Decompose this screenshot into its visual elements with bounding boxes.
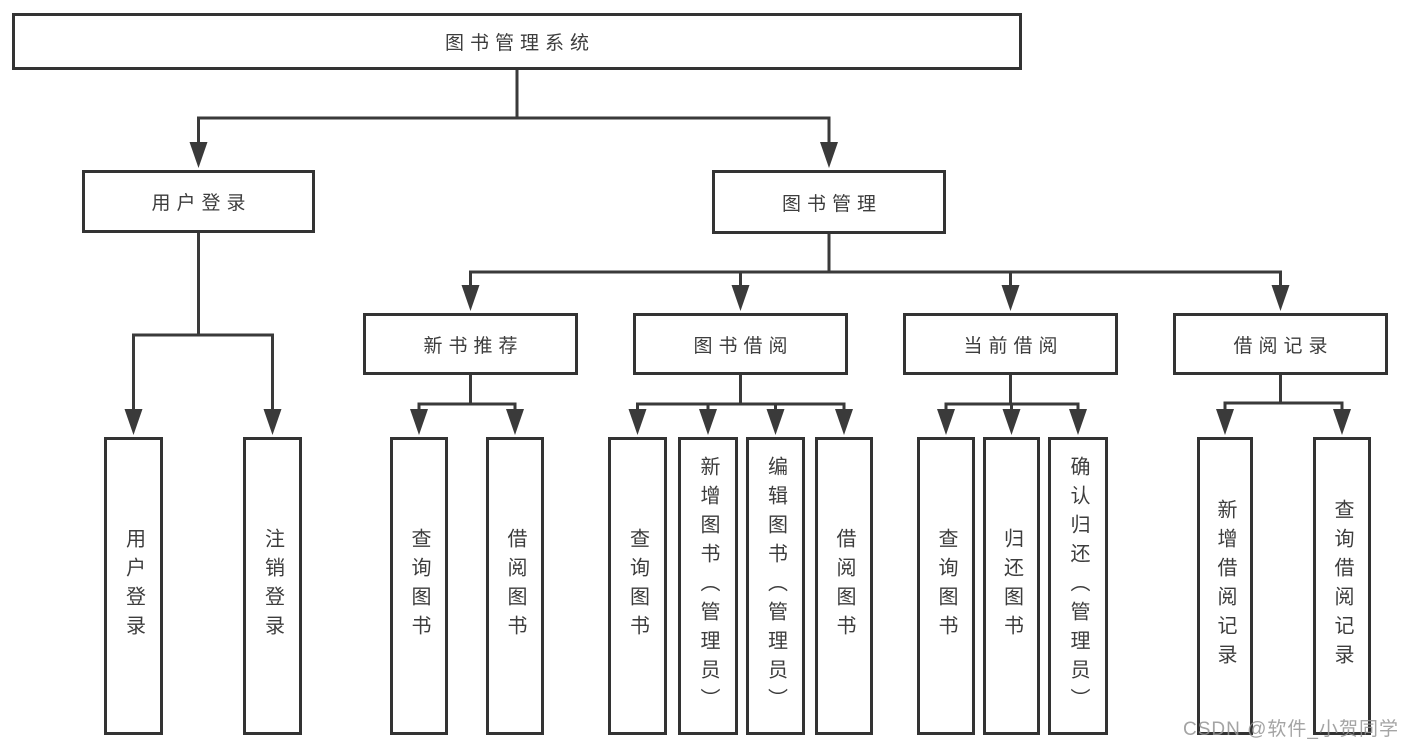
csdn-watermark: CSDN @软件_小贺同学 [1183,719,1399,740]
leaf-query-books-current: 查询图书 [917,437,975,735]
leaf-return-books: 归还图书 [983,437,1040,735]
node-current-borrowing: 当前借阅 [903,313,1118,375]
leaf-add-books-admin: 新增图书（管理员） [678,437,738,735]
leaf-query-books-recommend: 查询图书 [390,437,448,735]
node-library-management-system: 图书管理系统 [12,13,1022,70]
node-user-login: 用户登录 [82,170,315,233]
node-book-management: 图书管理 [712,170,946,234]
leaf-user-login: 用户登录 [104,437,163,735]
leaf-add-borrow-record: 新增借阅记录 [1197,437,1253,735]
node-new-book-recommendation: 新书推荐 [363,313,578,375]
leaf-edit-books-admin: 编辑图书（管理员） [746,437,805,735]
node-borrowing-records: 借阅记录 [1173,313,1388,375]
leaf-query-books-borrowing: 查询图书 [608,437,667,735]
node-book-borrowing: 图书借阅 [633,313,848,375]
leaf-borrow-books-recommend: 借阅图书 [486,437,544,735]
leaf-query-borrow-record: 查询借阅记录 [1313,437,1371,735]
leaf-confirm-return-admin: 确认归还（管理员） [1048,437,1108,735]
leaf-logout: 注销登录 [243,437,302,735]
leaf-borrow-books-borrowing: 借阅图书 [815,437,873,735]
